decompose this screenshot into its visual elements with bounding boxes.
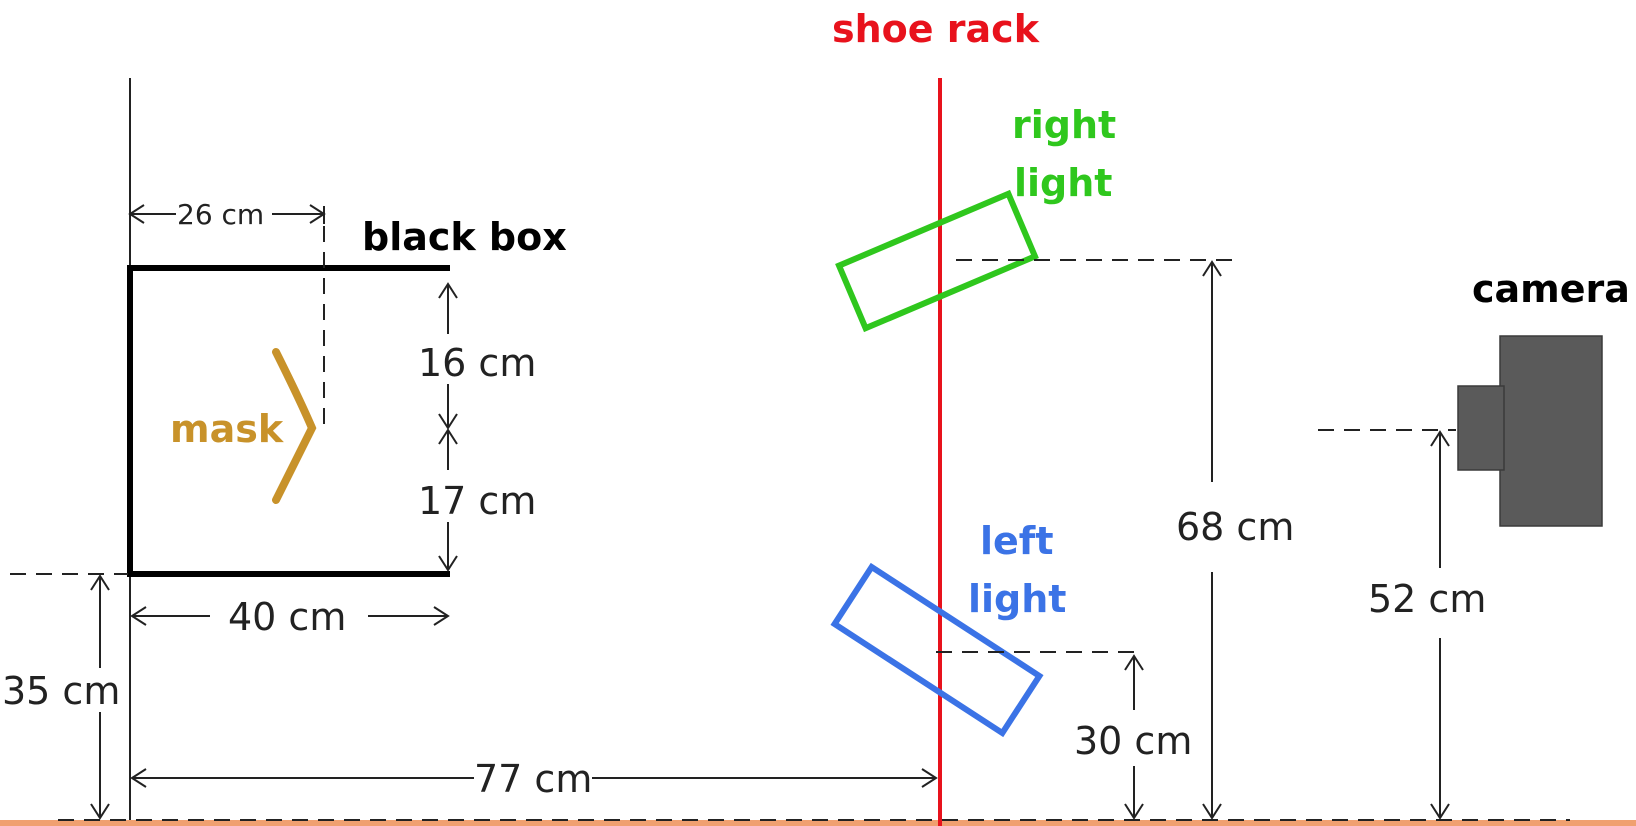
black-box <box>127 265 450 577</box>
dim-17cm <box>438 428 458 572</box>
dim-30cm <box>1124 654 1144 820</box>
dim-16cm-label: 16 cm <box>418 341 536 385</box>
left-light <box>830 562 1044 738</box>
mask-shape <box>272 348 317 504</box>
floor-edge <box>0 820 1636 826</box>
mask-label: mask <box>170 407 284 451</box>
left-light-label-line1: left <box>980 519 1054 563</box>
right-light <box>835 189 1039 333</box>
dim-68cm <box>1202 260 1222 820</box>
dim-16cm <box>438 282 458 430</box>
dim-35cm <box>90 574 110 820</box>
dim-30cm-label: 30 cm <box>1074 719 1192 763</box>
dim-77cm-label: 77 cm <box>474 757 592 801</box>
dim-52cm <box>1430 430 1450 820</box>
dim-77cm <box>130 768 938 788</box>
dim-17cm-label: 17 cm <box>418 479 536 523</box>
dim-26cm <box>128 204 326 224</box>
left-light-label-line2: light <box>968 577 1066 621</box>
camera-shape <box>1457 335 1603 527</box>
dim-52cm-label: 52 cm <box>1368 577 1486 621</box>
dim-68cm-label: 68 cm <box>1176 505 1294 549</box>
black-box-label: black box <box>362 215 567 259</box>
shoe-rack-label: shoe rack <box>832 7 1040 51</box>
dim-26cm-label: 26 cm <box>177 198 264 231</box>
right-light-label-line2: light <box>1014 161 1112 205</box>
camera-label: camera <box>1472 267 1630 311</box>
dim-35cm-label: 35 cm <box>2 669 120 713</box>
dim-40cm <box>130 606 450 626</box>
dim-40cm-label: 40 cm <box>228 595 346 639</box>
right-light-label-line1: right <box>1012 103 1116 147</box>
